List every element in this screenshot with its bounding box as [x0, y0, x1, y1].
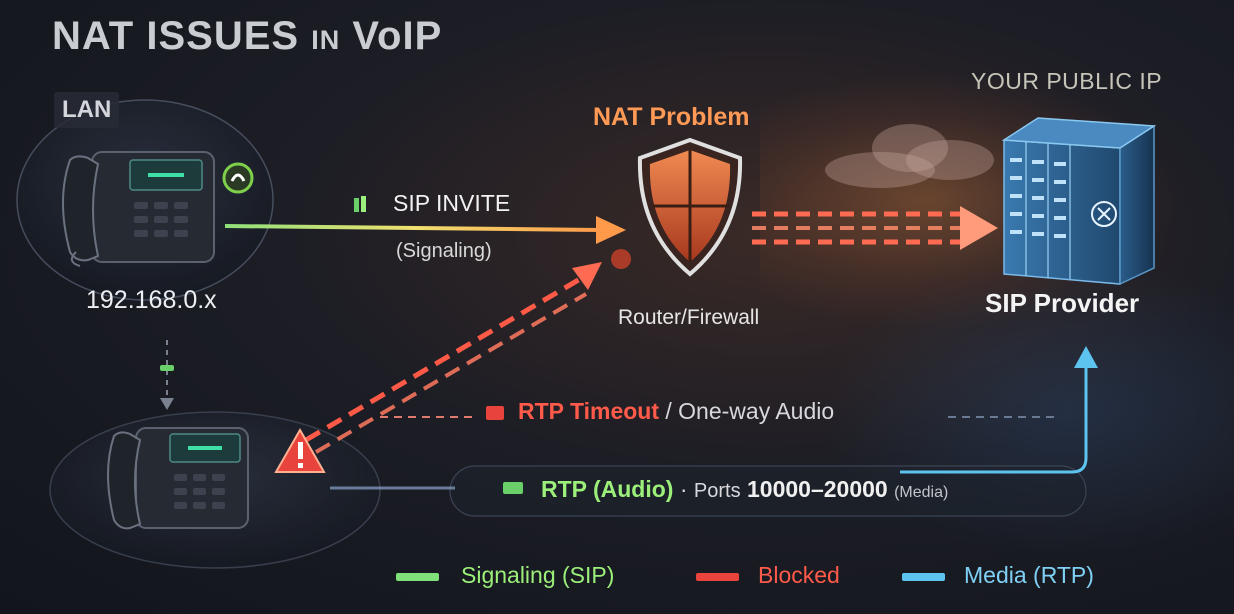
desk-phone-icon	[107, 427, 249, 530]
blocked-signal-arrowhead	[960, 206, 998, 250]
rtp-return-dash-1	[304, 269, 594, 443]
nat-spark	[611, 249, 631, 269]
desk-phone-icon	[62, 151, 215, 267]
connector-arrowhead	[160, 398, 174, 410]
router-firewall-label: Router/Firewall	[618, 306, 760, 329]
legend-swatch-blocked	[696, 573, 739, 581]
signaling-sublabel: (Signaling)	[396, 240, 492, 262]
sip-provider-label: SIP Provider	[985, 288, 1140, 318]
rtp-return-dash-2	[314, 292, 588, 454]
legend-media: Media (RTP)	[964, 562, 1094, 588]
rtp-timeout-label: RTP Timeout / One-way Audio	[518, 398, 835, 424]
lan-ip-address: 192.168.0.x	[86, 286, 217, 314]
lan-label: LAN	[54, 92, 120, 128]
legend-signaling: Signaling (SIP)	[461, 562, 615, 588]
sip-invite-arrow	[224, 224, 601, 232]
nat-problem-heading: NAT Problem	[593, 103, 750, 131]
rtp-audio-marker-icon	[503, 482, 523, 494]
signal-flag-icon	[354, 196, 366, 212]
media-rtp-arrow	[900, 366, 1088, 474]
chat-bubble-icon	[222, 162, 254, 194]
rtp-audio-pill	[449, 465, 1087, 517]
media-rtp-arrowhead	[1074, 346, 1098, 368]
rtp-return-arrowhead	[572, 262, 602, 290]
legend-swatch-media	[902, 573, 945, 581]
sip-invite-arrowhead	[596, 216, 626, 244]
server-rack-icon	[1001, 117, 1157, 286]
connector-marker	[160, 365, 174, 371]
rtp-audio-label: RTP (Audio) · Ports 10000–20000 (Media)	[541, 476, 949, 502]
legend-swatch-signaling	[396, 573, 439, 581]
page-title: NAT ISSUES IN VoIP	[52, 14, 443, 58]
public-ip-label: YOUR PUBLIC IP	[971, 68, 1163, 94]
sip-invite-label: SIP INVITE	[393, 190, 511, 216]
blocked-marker-icon	[486, 406, 504, 420]
shield-icon	[637, 137, 743, 277]
cloud-icon	[825, 124, 994, 188]
warning-icon	[274, 427, 326, 473]
legend-blocked: Blocked	[758, 562, 840, 588]
